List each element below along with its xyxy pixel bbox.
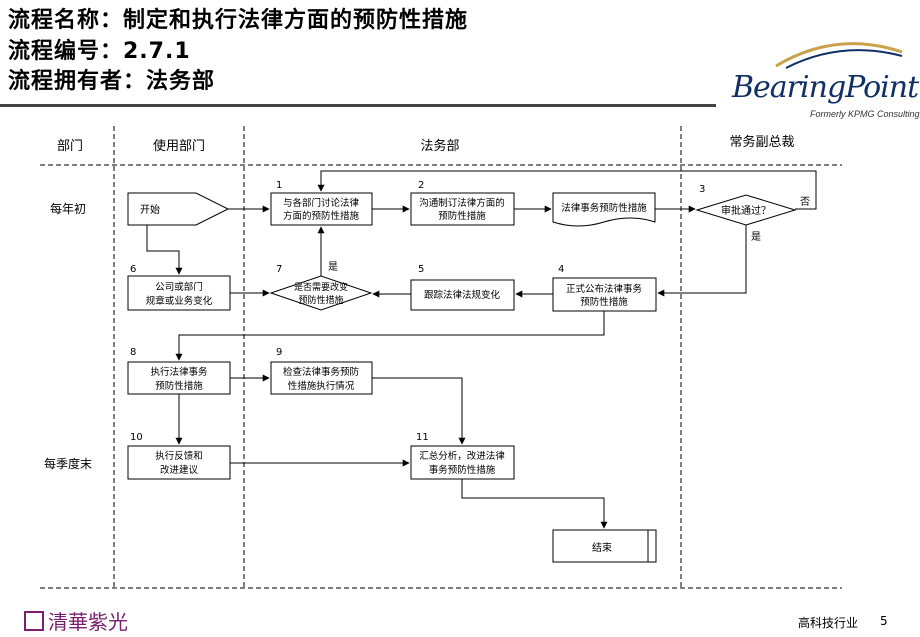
end-node [552, 529, 657, 563]
process-owner: 流程拥有者：法务部 [8, 69, 216, 94]
step-11-line1: 汇总分析，改进法律 [419, 450, 505, 462]
swimlane-grid [40, 126, 842, 589]
row-label-quarter-end: 每季度末 [44, 456, 92, 471]
step-5-number: 5 [418, 264, 424, 275]
step-4-line2: 预防性措施 [580, 296, 628, 308]
step-1-line2: 方面的预防性措施 [283, 210, 360, 222]
step-8-line1: 执行法律事务 [150, 366, 208, 378]
step-2-line1: 沟通制订法律方面的 [419, 197, 505, 209]
row-label-year-start: 每年初 [50, 201, 86, 216]
step-2-number: 2 [418, 180, 424, 191]
step-10-line2: 改进建议 [160, 464, 199, 476]
start-node [127, 192, 230, 226]
step-2-box [410, 192, 515, 226]
step-4-number: 4 [558, 264, 564, 275]
logo-wordmark: BearingPoint [732, 70, 919, 105]
step-3-no-label: 否 [800, 196, 810, 208]
col-header-evp: 常务副总裁 [729, 134, 794, 150]
connectors [146, 170, 817, 529]
footer-brand-text: 清華紫光 [48, 610, 128, 634]
page-number: 5 [880, 614, 888, 628]
step-8-line2: 预防性措施 [155, 380, 203, 392]
start-label: 开始 [140, 203, 160, 216]
end-label: 结束 [592, 541, 612, 554]
step-6-number: 6 [130, 264, 136, 275]
logo-swoosh-icon [775, 42, 903, 69]
step-5-box [410, 279, 515, 311]
step-10-number: 10 [130, 432, 143, 443]
step-3-decision [695, 194, 797, 226]
step-10-box [127, 445, 231, 480]
step-7-decision [269, 275, 373, 311]
step-8-number: 8 [130, 347, 136, 358]
footer-industry: 高科技行业 [798, 616, 859, 630]
step-11-box [410, 445, 515, 480]
col-header-user-dept: 使用部门 [153, 138, 205, 154]
brand-mark-icon [24, 611, 44, 631]
step-11-line2: 事务预防性措施 [429, 464, 496, 476]
step-5-label: 跟踪法律法规变化 [424, 289, 501, 301]
step-3-label: 审批通过？ [721, 204, 771, 217]
step-10-line1: 执行反馈和 [155, 450, 203, 462]
step-9-number: 9 [276, 347, 282, 358]
document-label: 法律事务预防性措施 [561, 202, 647, 214]
step-9-line1: 检查法律事务预防 [283, 366, 360, 378]
col-header-dept: 部门 [57, 139, 83, 154]
step-2-line2: 预防性措施 [438, 210, 486, 222]
step-1-box [270, 192, 373, 226]
step-9-line2: 性措施执行情况 [288, 380, 355, 392]
document-node [552, 192, 656, 227]
step-7-yes-label: 是 [328, 261, 338, 273]
step-8-box [127, 361, 231, 395]
step-11-number: 11 [416, 432, 429, 443]
footer-brand-logo: 清華紫光 [24, 606, 128, 635]
header-divider [0, 104, 716, 107]
bearingpoint-logo: BearingPoint Formerly KPMG Consulting [716, 36, 920, 126]
step-1-line1: 与各部门讨论法律 [283, 197, 360, 209]
step-4-line1: 正式公布法律事务 [566, 283, 643, 295]
step-3-yes-label: 是 [751, 231, 761, 243]
logo-tagline: Formerly KPMG Consulting [810, 109, 920, 119]
step-7-number: 7 [276, 264, 282, 275]
step-6-line2: 规章或业务变化 [146, 295, 213, 307]
step-1-number: 1 [276, 180, 282, 191]
process-name: 流程名称：制定和执行法律方面的预防性措施 [8, 8, 469, 33]
step-7-line2: 预防性措施 [298, 294, 343, 306]
step-3-number: 3 [699, 184, 705, 195]
step-7-line1: 是否需要改变 [294, 281, 348, 293]
col-header-legal-dept: 法务部 [420, 138, 459, 154]
step-6-line1: 公司或部门 [155, 281, 203, 293]
process-id: 流程编号：2.7.1 [8, 39, 191, 64]
